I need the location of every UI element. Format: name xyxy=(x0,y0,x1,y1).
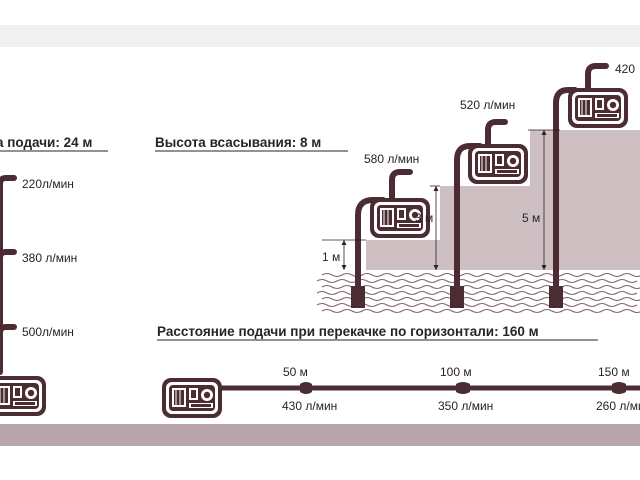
vertical-pipe-mid xyxy=(0,249,17,303)
hose-coupling-150m xyxy=(612,382,626,394)
hose-coupling-100m xyxy=(456,382,470,394)
vertical-flow-500: 500л/мин xyxy=(22,325,74,339)
hose-coupling-50m xyxy=(300,382,312,394)
ground xyxy=(0,424,640,446)
suction-pipe-1 xyxy=(355,197,386,290)
suction-flow-520: 520 л/мин xyxy=(460,98,515,112)
suction-flow-420: 420 xyxy=(615,62,635,76)
suction-depth-5m: 5 м xyxy=(522,211,540,225)
suction-pipe-3 xyxy=(553,87,578,290)
suction-depth-1m: 1 м xyxy=(322,250,340,264)
staircase xyxy=(366,130,640,270)
head-height-title: а подачи: 24 м xyxy=(0,135,92,150)
vertical-pipe-top xyxy=(0,175,17,375)
top-band xyxy=(0,25,640,47)
dimension-1m xyxy=(322,239,366,270)
discharge-pipe-1 xyxy=(389,169,413,203)
discharge-pipe-3 xyxy=(585,63,609,93)
pump-step-3 xyxy=(567,87,629,129)
suction-strainer-2 xyxy=(450,286,464,308)
water xyxy=(316,270,640,320)
suction-pipe-2 xyxy=(454,143,483,290)
dimension-5m xyxy=(528,129,560,270)
horizontal-flow-430: 430 л/мин xyxy=(282,399,337,413)
vertical-flow-380: 380 л/мин xyxy=(22,251,77,265)
horizontal-flow-350: 350 л/мин xyxy=(438,399,493,413)
discharge-pipe-2 xyxy=(485,119,508,149)
pump-vertical xyxy=(0,375,47,417)
vertical-pipe-low xyxy=(0,324,17,343)
suction-strainer-3 xyxy=(549,286,563,308)
pump-step-2 xyxy=(467,143,529,185)
horizontal-flow-260: 260 л/мин xyxy=(596,399,640,413)
suction-flow-580: 580 л/мин xyxy=(364,152,419,166)
vertical-flow-220: 220л/мин xyxy=(22,177,74,191)
horizontal-distance-50m: 50 м xyxy=(283,365,308,379)
suction-strainer-1 xyxy=(351,286,365,308)
suction-height-title: Высота всасывания: 8 м xyxy=(155,135,321,150)
horizontal-distance-title: Расстояние подачи при перекачке по гориз… xyxy=(157,324,539,339)
suction-depth-3m: 3 м xyxy=(415,211,433,225)
horizontal-distance-150m: 150 м xyxy=(598,365,630,379)
horizontal-distance-100m: 100 м xyxy=(440,365,472,379)
dimension-3m xyxy=(430,185,440,270)
pump-horizontal xyxy=(161,377,223,419)
